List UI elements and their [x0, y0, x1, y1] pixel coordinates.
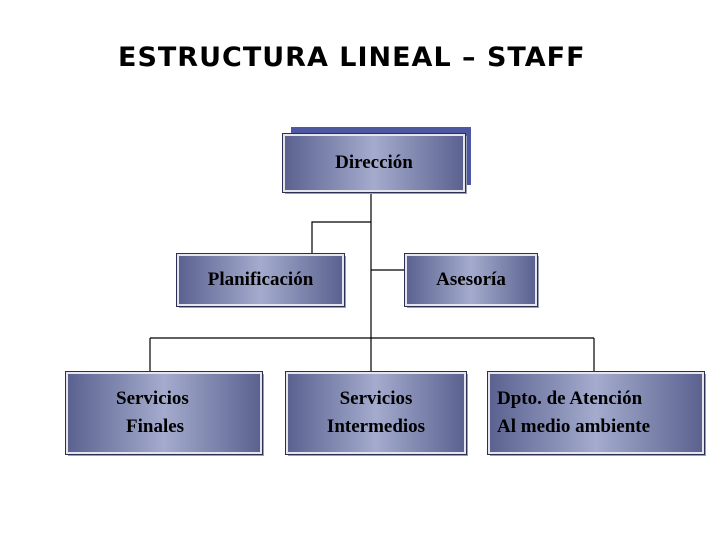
node-servicios-finales-line1: Servicios — [116, 388, 189, 409]
node-dpto-atencion-line2: Al medio ambiente — [497, 416, 651, 437]
node-servicios-intermedios[interactable]: Servicios Intermedios — [285, 371, 467, 455]
node-planificacion-label: Planificación — [207, 269, 314, 290]
node-direccion-label: Dirección — [335, 152, 413, 173]
page-title: ESTRUCTURA LINEAL – STAFF — [118, 42, 586, 73]
node-servicios-intermedios-line2: Intermedios — [326, 416, 426, 437]
node-servicios-finales-line2: Finales — [126, 416, 185, 437]
node-servicios-finales[interactable]: Servicios Finales — [65, 371, 263, 455]
node-servicios-intermedios-line1: Servicios — [339, 388, 413, 409]
node-asesoria[interactable]: Asesoría — [404, 253, 538, 307]
node-dpto-atencion-line1: Dpto. de Atención — [497, 388, 643, 409]
node-direccion[interactable]: Dirección — [282, 133, 466, 193]
node-asesoria-label: Asesoría — [436, 269, 506, 290]
node-dpto-atencion[interactable]: Dpto. de Atención Al medio ambiente — [487, 371, 705, 455]
node-planificacion[interactable]: Planificación — [176, 253, 345, 307]
staff-connector-left — [311, 221, 371, 255]
